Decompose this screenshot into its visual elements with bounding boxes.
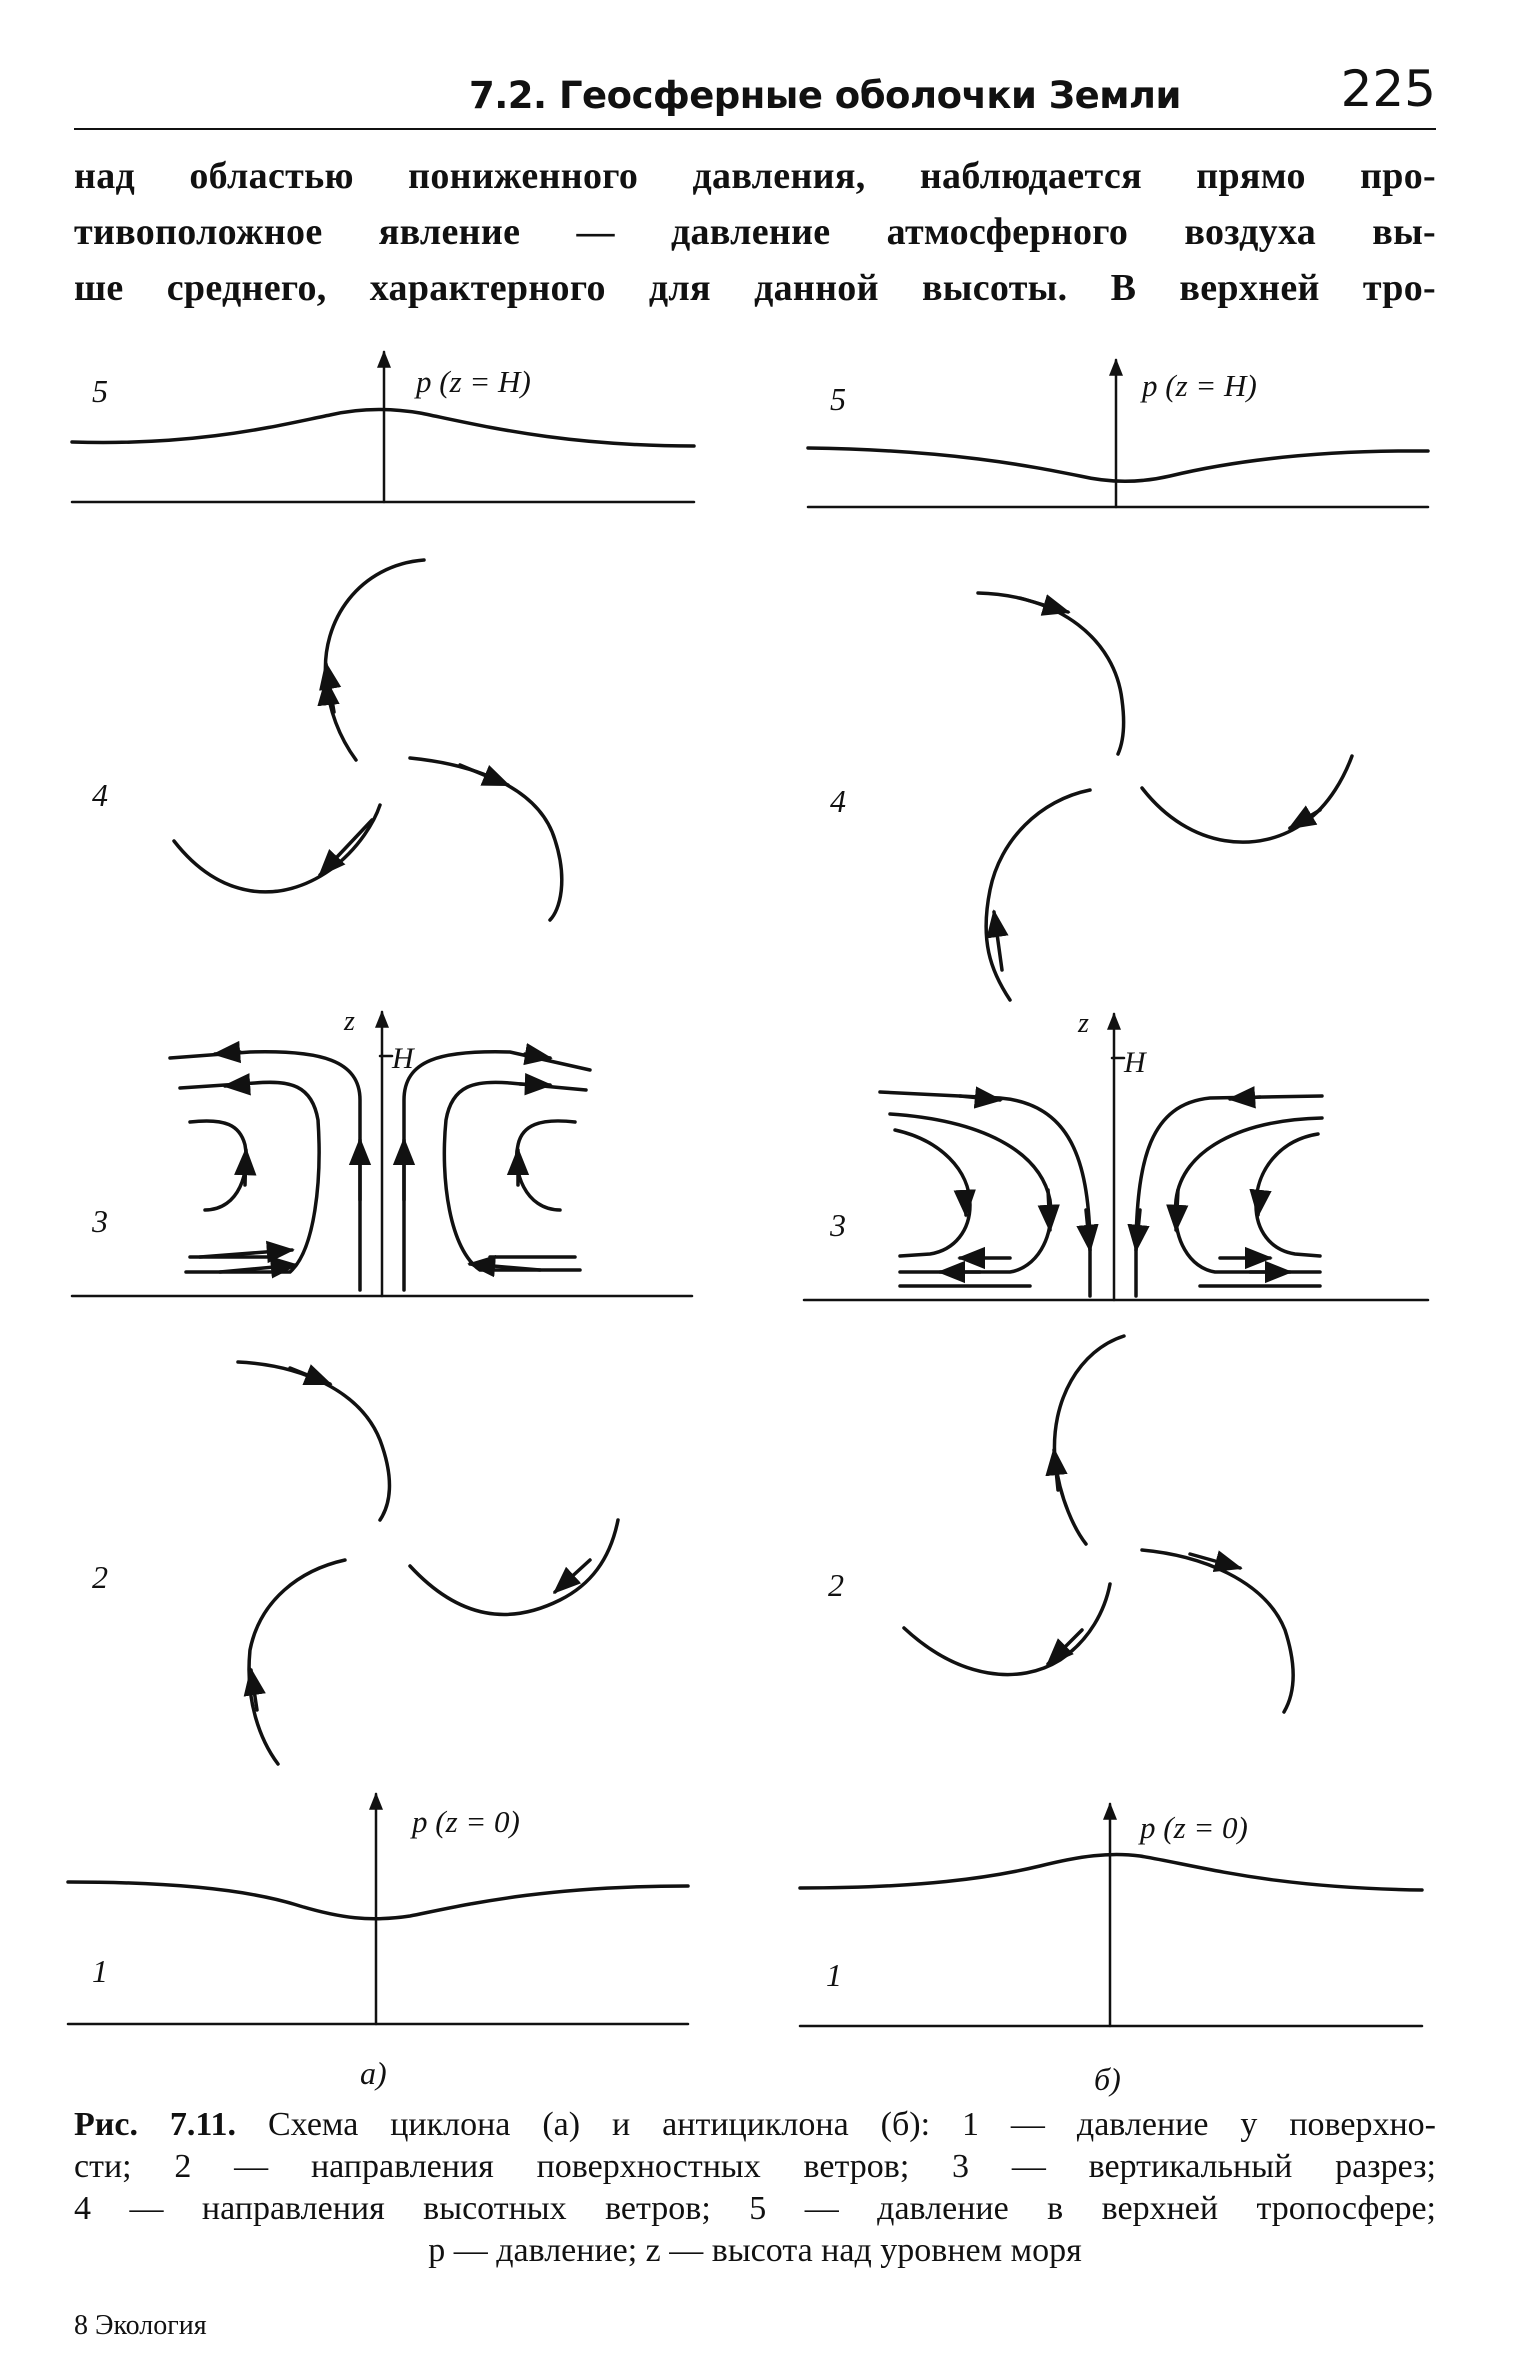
cyclone-anticyclone-figure: 5 5 4 4 3 3 2 2 1 1 p (z = H) p (z = H) [66,350,1430,2097]
vertical-section-anticyclone: z H [802,1008,1430,1302]
row-label-5b: 5 [830,381,846,417]
figure-caption: Рис. 7.11. Схема циклона (а) и антицикло… [74,2104,1436,2272]
body-line-3: ше среднего, характерного для данной выс… [74,267,1436,309]
axis-label-h-a: H [391,1042,416,1075]
row-label-2a: 2 [92,1559,108,1595]
row-label-3a: 3 [91,1203,108,1239]
surface-winds-anticyclone [902,1334,1295,1714]
caption-line-4: р — давление; z — высота над уровнем мор… [428,2232,1082,2269]
row-label-1b: 1 [826,1957,842,1993]
page-number: 225 [1340,60,1436,118]
axis-label-z-b: z [1077,1008,1089,1039]
upper-pressure-anticyclone: p (z = H) [806,358,1430,509]
row-label-2b: 2 [828,1567,844,1603]
upper-pressure-cyclone: p (z = H) [70,350,696,504]
caption-text-1: Схема циклона (а) и антициклона (б): 1 —… [267,2106,1436,2143]
caption-line-1: Рис. 7.11. Схема циклона (а) и антицикло… [74,2104,1436,2146]
caption-line-2: сти; 2 — направления поверхностных ветро… [74,2148,1436,2185]
panel-label-b: б) [1094,2061,1121,2097]
surface-winds-cyclone [236,1360,620,1766]
row-label-3b: 3 [829,1207,846,1243]
body-line-2: тивоположное явление — давление атмосфер… [74,211,1436,253]
surface-pressure-cyclone: p (z = 0) [66,1792,690,2026]
vertical-section-cyclone: z H [70,1006,694,1298]
caption-line-3: 4 — направления высотных ветров; 5 — дав… [74,2190,1436,2227]
row-label-4b: 4 [830,783,846,819]
axis-label-z-a: z [343,1006,355,1037]
row-label-5a: 5 [92,373,108,409]
section-title: 7.2. Геосферные оболочки Земли [469,74,1181,117]
axis-label-p-bottom-b: p (z = 0) [1138,1810,1248,1845]
axis-label-h-b: H [1123,1046,1148,1079]
body-line-1: над областью пониженного давления, наблю… [74,155,1436,197]
row-label-4a: 4 [92,777,108,813]
row-label-1a: 1 [92,1953,108,1989]
panel-label-a: а) [360,2055,387,2091]
axis-label-p-top-a: p (z = H) [414,364,531,399]
high-altitude-winds-cyclone [172,558,564,922]
printer-signature: 8 Экология [74,2310,207,2341]
surface-pressure-anticyclone: p (z = 0) [798,1802,1424,2028]
body-paragraph: над областью пониженного давления, наблю… [74,148,1436,316]
axis-label-p-bottom-a: p (z = 0) [410,1804,520,1839]
page-header: 7.2. Геосферные оболочки Земли 225 [74,60,1436,130]
axis-label-p-top-b: p (z = H) [1140,368,1257,403]
high-altitude-winds-anticyclone [976,591,1354,1002]
caption-label: Рис. 7.11. [74,2106,237,2143]
